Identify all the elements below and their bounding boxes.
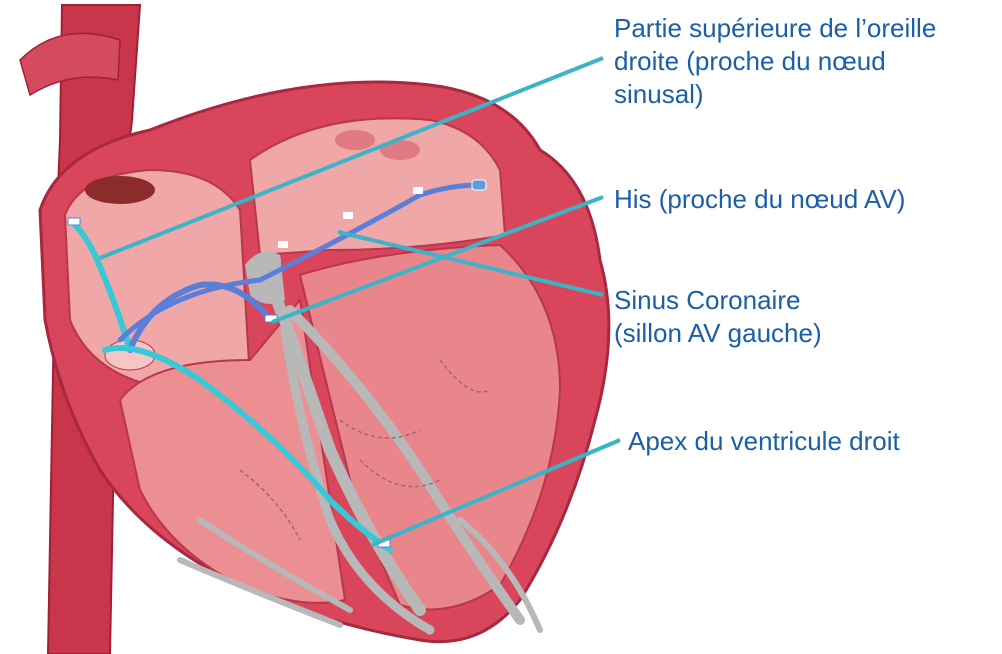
label-upper-right-atrium: Partie supérieure de l’oreille droite (p… (614, 12, 936, 111)
label-his: His (proche du nœud AV) (614, 183, 905, 216)
electrode-cs-3 (413, 187, 423, 194)
label-coronary-sinus-line1: Sinus Coronaire (614, 284, 822, 317)
electrode-ura (68, 218, 80, 225)
label-rv-apex-line1: Apex du ventricule droit (628, 425, 900, 458)
label-rv-apex: Apex du ventricule droit (628, 425, 900, 458)
label-upper-right-atrium-line1: Partie supérieure de l’oreille (614, 12, 936, 45)
label-coronary-sinus: Sinus Coronaire (sillon AV gauche) (614, 284, 822, 350)
label-upper-right-atrium-line2: droite (proche du nœud (614, 45, 936, 78)
label-his-line1: His (proche du nœud AV) (614, 183, 905, 216)
label-upper-right-atrium-line3: sinusal) (614, 78, 936, 111)
electrode-cs-2 (343, 212, 353, 219)
pulmonary-vein-1 (335, 130, 375, 150)
right-atrium-opening (85, 176, 155, 204)
electrode-cs-tip (472, 180, 486, 190)
electrode-cs-1 (278, 241, 288, 248)
label-coronary-sinus-line2: (sillon AV gauche) (614, 317, 822, 350)
